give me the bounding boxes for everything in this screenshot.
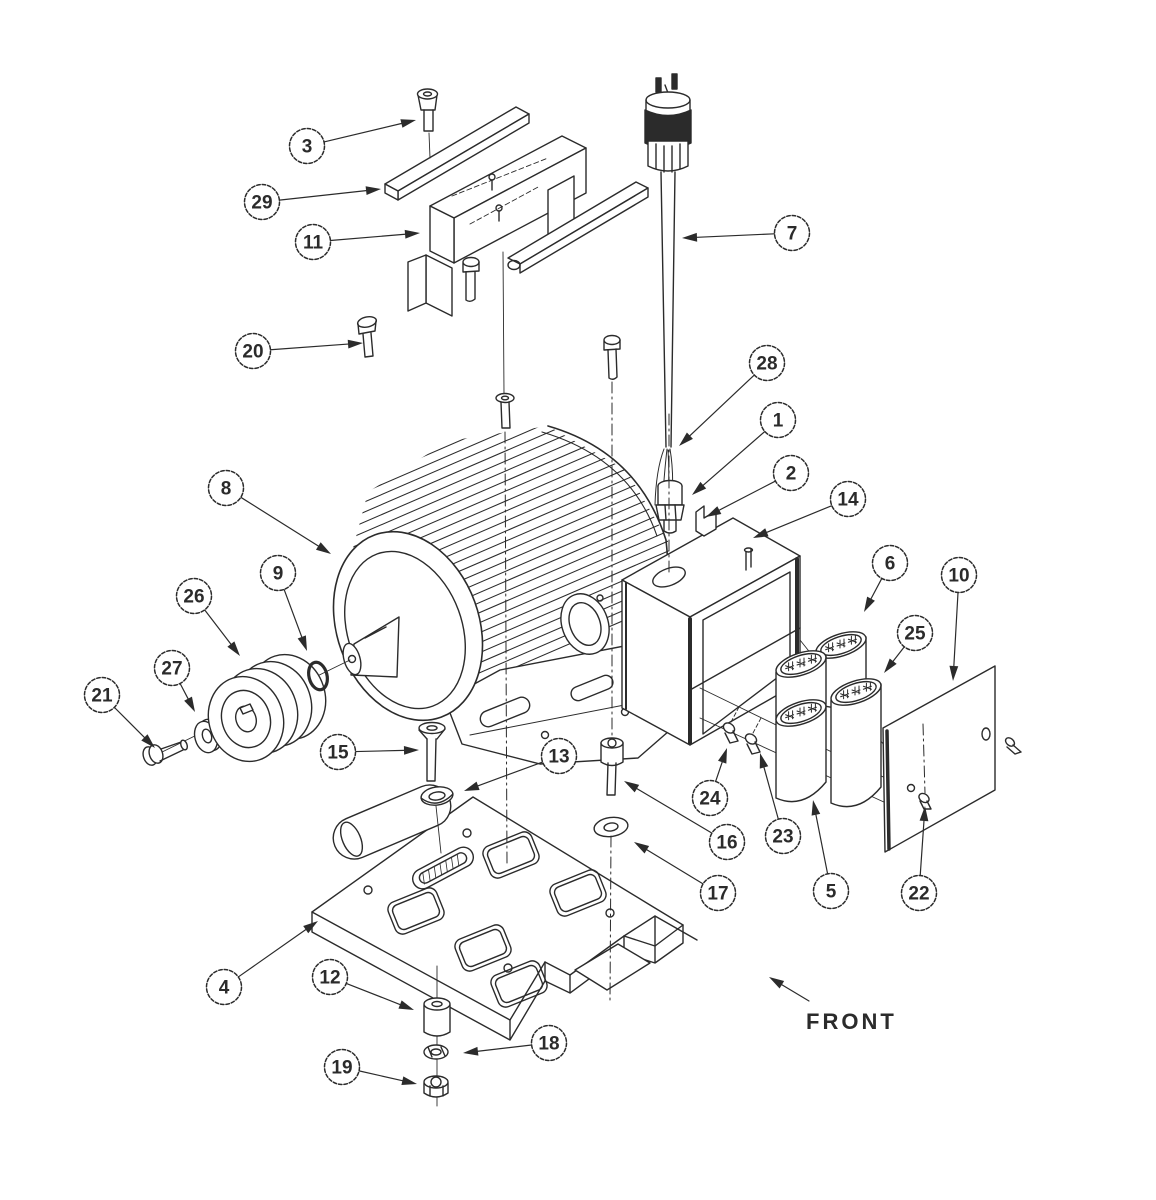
callout-number-11: 11 [303, 233, 324, 254]
callout-10: 10 [940, 556, 978, 681]
lock-washer-18 [423, 1044, 449, 1060]
callout-number-4: 4 [219, 978, 230, 999]
callout-17: 17 [634, 842, 737, 912]
flat-head-screw-15 [418, 721, 446, 782]
callout-number-26: 26 [183, 587, 204, 608]
callout-number-28: 28 [756, 354, 777, 375]
plate-slot [411, 846, 475, 890]
cover-screw-right [1004, 737, 1022, 755]
pulley-26 [207, 653, 327, 763]
callout-number-14: 14 [837, 490, 859, 511]
callout-number-1: 1 [773, 411, 784, 432]
callout-29: 29 [243, 183, 381, 221]
callout-19: 19 [323, 1048, 417, 1086]
callout-9: 9 [259, 554, 307, 651]
front-indicator [769, 977, 810, 1002]
strain-relief-fitting [655, 479, 685, 534]
callout-number-6: 6 [885, 554, 896, 575]
pulley-bolt-21 [142, 739, 188, 766]
callout-12: 12 [311, 958, 414, 1010]
callout-26: 26 [175, 577, 240, 656]
callout-number-12: 12 [319, 968, 340, 989]
callout-number-16: 16 [716, 833, 737, 854]
callout-number-3: 3 [302, 137, 313, 158]
clamp-rail-upper [384, 106, 530, 201]
callout-6: 6 [864, 544, 909, 612]
callout-22: 22 [900, 806, 938, 912]
callout-28: 28 [679, 344, 786, 446]
callout-7: 7 [682, 214, 811, 252]
front-label: FRONT [806, 1009, 897, 1034]
bolt-small-left [462, 256, 480, 302]
flat-washer-17 [593, 816, 629, 838]
socket-head-bolt-16 [600, 737, 624, 796]
callout-number-19: 19 [331, 1058, 352, 1079]
callout-15: 15 [319, 733, 419, 771]
callout-number-21: 21 [91, 686, 113, 707]
flange-washer-13 [420, 786, 454, 854]
callout-number-8: 8 [221, 479, 232, 500]
callout-21: 21 [83, 676, 155, 748]
spacer-12 [423, 997, 451, 1037]
hex-bolt-20 [356, 316, 378, 358]
callout-14: 14 [753, 480, 867, 538]
callout-11: 11 [294, 223, 420, 261]
hex-nut-19 [423, 1075, 449, 1098]
callout-number-25: 25 [904, 624, 926, 645]
callout-number-15: 15 [327, 743, 349, 764]
screw-23 [744, 717, 762, 755]
callout-number-27: 27 [161, 659, 182, 680]
callout-4: 4 [205, 921, 318, 1006]
motor-top-bolt [495, 392, 515, 429]
callout-25: 25 [884, 614, 934, 673]
callout-number-23: 23 [772, 827, 793, 848]
callout-20: 20 [234, 332, 363, 370]
callout-number-7: 7 [787, 224, 798, 245]
callout-8: 8 [207, 469, 331, 554]
callout-number-18: 18 [538, 1034, 559, 1055]
callout-13: 13 [464, 737, 578, 791]
callout-1: 1 [692, 401, 797, 495]
callout-number-24: 24 [699, 789, 721, 810]
power-cord-plug [644, 73, 692, 511]
clamp-rail-lower [507, 181, 649, 274]
junction-box [621, 505, 801, 746]
cord-hole [652, 566, 686, 588]
callout-number-17: 17 [707, 884, 728, 905]
callout-number-10: 10 [948, 566, 969, 587]
callout-18: 18 [463, 1024, 568, 1062]
callout-3: 3 [288, 119, 416, 165]
center-lines [504, 381, 926, 1001]
callout-2: 2 [706, 454, 810, 517]
callout-number-9: 9 [273, 564, 284, 585]
guide-line [502, 251, 505, 395]
cover-screw-22 [918, 792, 932, 810]
clamp-bracket [407, 135, 587, 317]
callout-number-20: 20 [242, 342, 263, 363]
callout-24: 24 [691, 748, 729, 817]
callout-5: 5 [811, 800, 850, 910]
callout-number-2: 2 [786, 464, 797, 485]
screw-24 [722, 706, 740, 744]
o-ring-9 [307, 660, 329, 692]
callout-number-22: 22 [908, 884, 929, 905]
callout-number-29: 29 [251, 193, 272, 214]
cover-plate [882, 665, 1022, 853]
callout-number-5: 5 [826, 882, 837, 903]
carriage-bolt-3 [416, 88, 439, 159]
callout-number-13: 13 [548, 747, 569, 768]
callout-23: 23 [759, 753, 802, 855]
callout-27: 27 [153, 649, 195, 712]
bolt-small-right [603, 334, 621, 380]
base-plate [311, 784, 698, 1041]
callout-16: 16 [624, 781, 746, 861]
capacitors [775, 631, 882, 808]
